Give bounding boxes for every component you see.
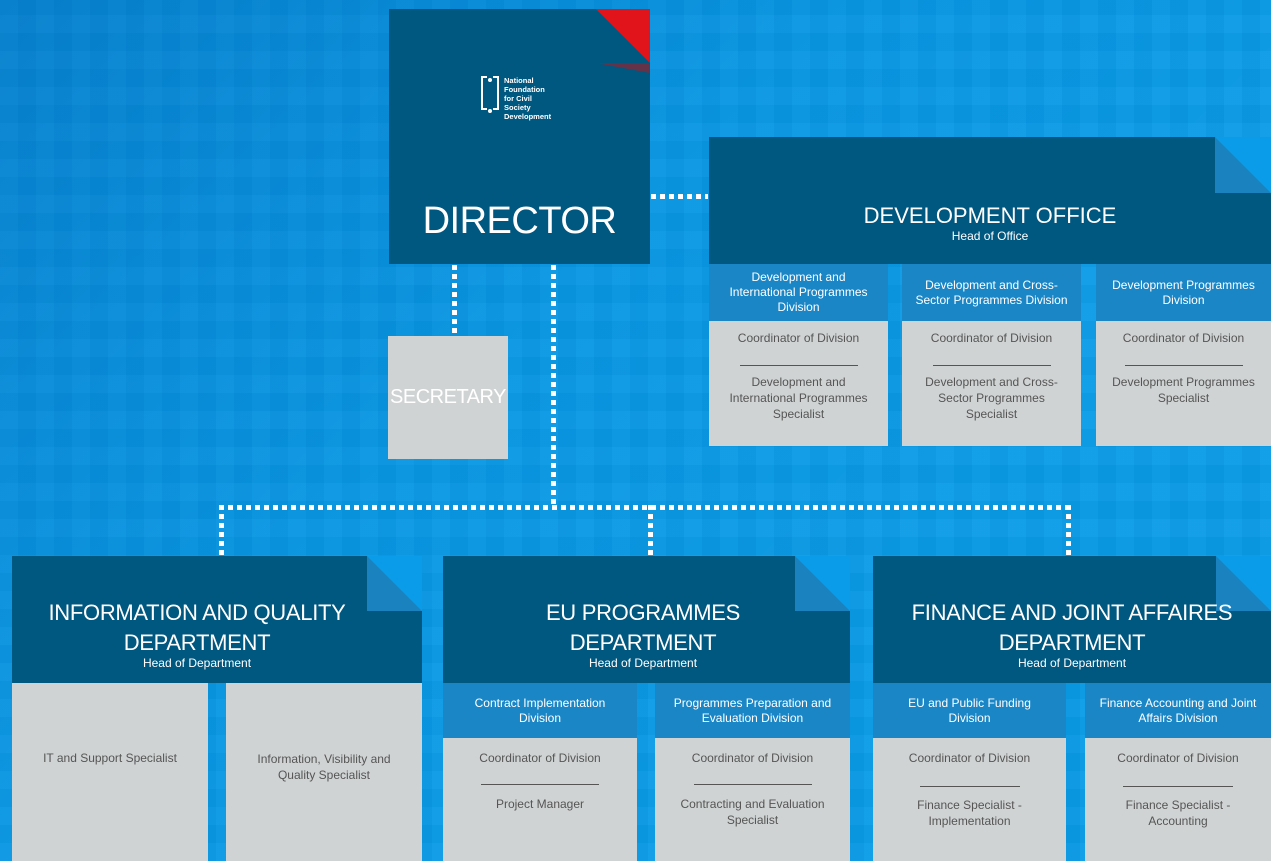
info-dept-title-1: INFORMATION AND QUALITY bbox=[48, 600, 346, 625]
finance-dept-title-1: FINANCE AND JOINT AFFAIRES bbox=[911, 600, 1233, 625]
secretary-title: SECRETARY bbox=[390, 386, 506, 408]
coordinator-label: Coordinator of Division bbox=[930, 331, 1053, 345]
info-dept-header: INFORMATION AND QUALITY DEPARTMENT Head … bbox=[12, 556, 422, 683]
specialist-label: Development Programmes Specialist bbox=[1112, 375, 1255, 405]
devoffice-division-2-header: Development and Cross-Sector Programmes … bbox=[902, 264, 1081, 321]
divider bbox=[1124, 365, 1243, 366]
info-role-1: IT and Support Specialist bbox=[12, 683, 208, 861]
director-title: DIRECTOR bbox=[422, 200, 617, 242]
eu-division-1-body: Coordinator of Division Project Manager bbox=[443, 738, 637, 861]
connector-director-devoffice bbox=[651, 194, 708, 199]
eu-dept-header: EU PROGRAMMES DEPARTMENT Head of Departm… bbox=[443, 556, 850, 683]
divider bbox=[919, 786, 1020, 787]
devoffice-division-1-header: Development and International Programmes… bbox=[709, 264, 888, 321]
specialist-label: Development and Cross-Sector Programmes … bbox=[925, 375, 1058, 421]
finance-division-2-body: Coordinator of Division Finance Speciali… bbox=[1085, 738, 1271, 861]
division-name: Development and Cross-Sector Programmes … bbox=[915, 277, 1068, 307]
eu-corner-fold bbox=[795, 556, 850, 611]
eu-division-1-header: Contract Implementation Division bbox=[443, 683, 637, 738]
development-office-header: DEVELOPMENT OFFICE Head of Office bbox=[709, 137, 1271, 264]
role-label: IT and Support Specialist bbox=[43, 751, 177, 765]
info-corner-fold bbox=[367, 556, 422, 611]
finance-dept-title-2: DEPARTMENT bbox=[998, 630, 1146, 655]
finance-division-1-body: Coordinator of Division Finance Speciali… bbox=[873, 738, 1066, 861]
division-name: Contract Implementation Division bbox=[474, 695, 606, 725]
logo-text: National Foundation for Civil Society De… bbox=[504, 76, 552, 121]
devoffice-corner-fold bbox=[1215, 137, 1271, 193]
divider bbox=[932, 365, 1051, 366]
coordinator-label: Coordinator of Division bbox=[1117, 751, 1239, 765]
coordinator-label: Coordinator of Division bbox=[908, 751, 1031, 765]
coordinator-label: Coordinator of Division bbox=[737, 331, 860, 345]
divider bbox=[1123, 786, 1233, 787]
divider bbox=[693, 784, 812, 785]
eu-division-2-body: Coordinator of Division Contracting and … bbox=[655, 738, 850, 861]
connector-info-dept bbox=[219, 505, 224, 555]
devoffice-division-3-body: Coordinator of Division Development Prog… bbox=[1096, 321, 1271, 446]
eu-dept-subtitle: Head of Department bbox=[588, 656, 698, 670]
division-name: Finance Accounting and Joint Affairs Div… bbox=[1099, 695, 1257, 725]
coordinator-label: Coordinator of Division bbox=[691, 751, 814, 765]
divider bbox=[481, 784, 599, 785]
connector-director-secretary bbox=[452, 265, 457, 335]
devoffice-division-3-header: Development Programmes Division bbox=[1096, 264, 1271, 321]
finance-corner-fold bbox=[1216, 556, 1271, 611]
director-corner-fold bbox=[596, 9, 650, 63]
ncsd-logo: National Foundation for Civil Society De… bbox=[481, 76, 551, 121]
devoffice-title: DEVELOPMENT OFFICE bbox=[863, 203, 1117, 228]
connector-eu-dept bbox=[648, 505, 653, 555]
info-dept-title-2: DEPARTMENT bbox=[123, 630, 271, 655]
secretary-box: SECRETARY bbox=[388, 336, 508, 459]
eu-dept-title-2: DEPARTMENT bbox=[569, 630, 717, 655]
info-role-2: Information, Visibility and Quality Spec… bbox=[226, 683, 422, 861]
connector-finance-dept bbox=[1066, 505, 1071, 555]
specialist-label: Development and International Programmes… bbox=[729, 375, 868, 421]
logo-bracket-icon bbox=[481, 76, 499, 114]
role-label: Information, Visibility and Quality Spec… bbox=[257, 752, 391, 782]
director-box: National Foundation for Civil Society De… bbox=[389, 9, 650, 264]
director-corner-shadow bbox=[596, 63, 650, 73]
specialist-label: Project Manager bbox=[495, 797, 585, 811]
devoffice-subtitle: Head of Office bbox=[951, 229, 1029, 243]
division-name: Programmes Preparation and Evaluation Di… bbox=[673, 695, 832, 725]
finance-division-1-header: EU and Public Funding Division bbox=[873, 683, 1066, 738]
connector-departments-bus bbox=[219, 505, 1072, 510]
finance-dept-subtitle: Head of Department bbox=[1017, 656, 1127, 670]
division-name: EU and Public Funding Division bbox=[908, 695, 1031, 725]
divider bbox=[739, 365, 858, 366]
specialist-label: Finance Specialist - Accounting bbox=[1125, 798, 1231, 828]
eu-division-2-header: Programmes Preparation and Evaluation Di… bbox=[655, 683, 850, 738]
finance-dept-header: FINANCE AND JOINT AFFAIRES DEPARTMENT He… bbox=[873, 556, 1271, 683]
coordinator-label: Coordinator of Division bbox=[1122, 331, 1245, 345]
eu-dept-title-1: EU PROGRAMMES bbox=[545, 600, 741, 625]
division-name: Development Programmes Division bbox=[1112, 277, 1255, 307]
devoffice-division-2-body: Coordinator of Division Development and … bbox=[902, 321, 1081, 446]
division-name: Development and International Programmes… bbox=[729, 270, 868, 314]
info-dept-subtitle: Head of Department bbox=[142, 656, 252, 670]
specialist-label: Finance Specialist - Implementation bbox=[917, 798, 1022, 828]
devoffice-division-1-body: Coordinator of Division Development and … bbox=[709, 321, 888, 446]
finance-division-2-header: Finance Accounting and Joint Affairs Div… bbox=[1085, 683, 1271, 738]
coordinator-label: Coordinator of Division bbox=[479, 751, 601, 765]
specialist-label: Contracting and Evaluation Specialist bbox=[680, 797, 825, 827]
connector-director-departments bbox=[551, 265, 556, 508]
